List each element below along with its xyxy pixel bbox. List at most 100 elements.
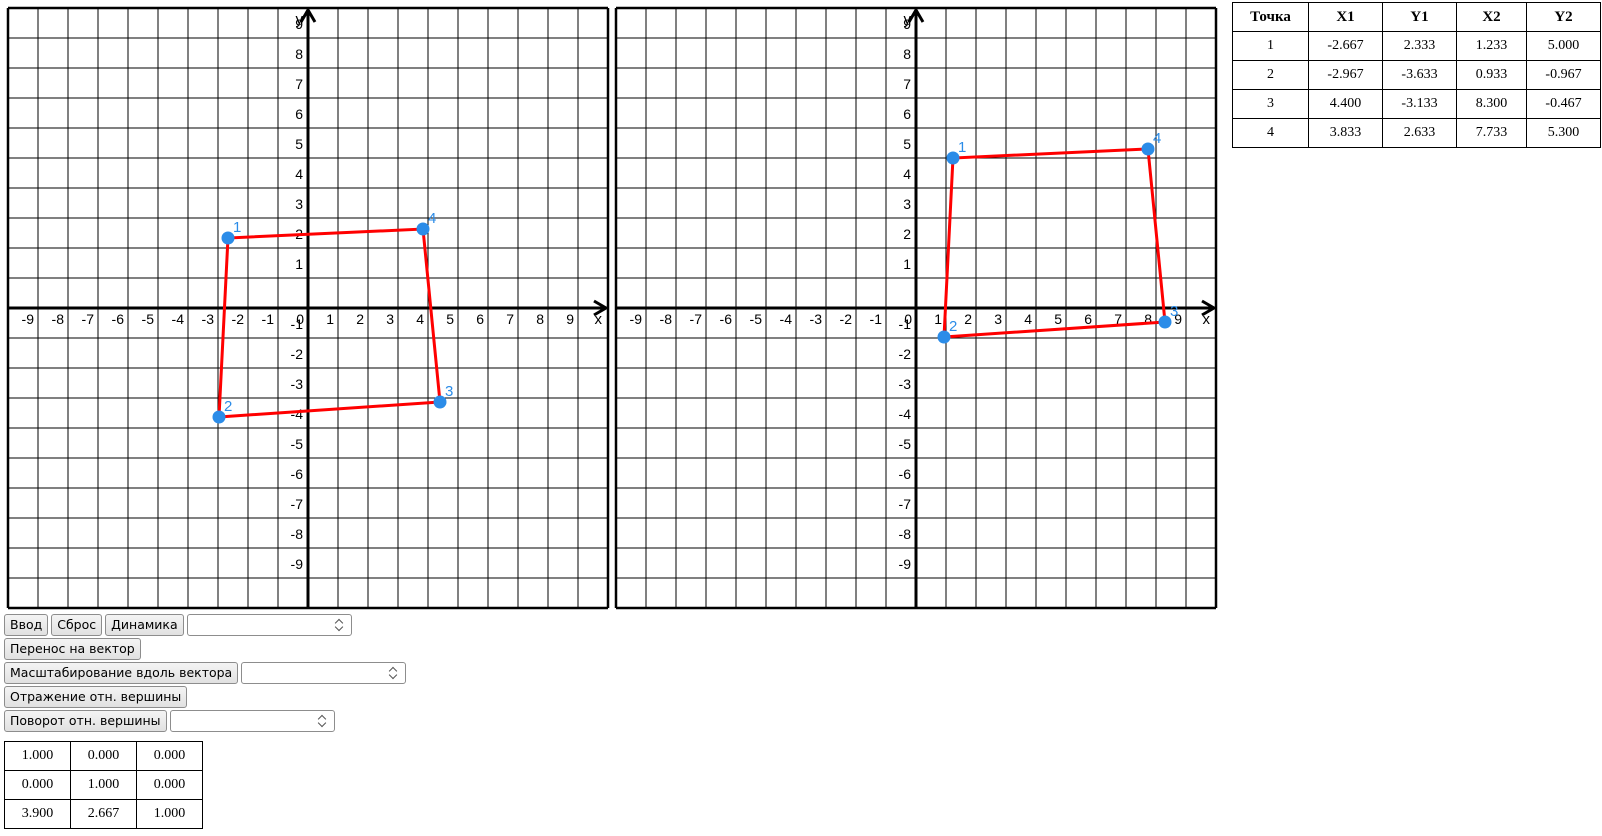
matrix-cell: 2.667 xyxy=(70,799,137,829)
x-tick-label: -9 xyxy=(630,311,643,327)
dynamics-number-input[interactable] xyxy=(186,614,352,636)
table-row: 3 4.400 -3.133 8.300 -0.467 xyxy=(1232,89,1601,119)
vertex-point[interactable] xyxy=(1141,142,1155,156)
vertex-point[interactable] xyxy=(221,231,235,245)
y-tick-label: 8 xyxy=(903,46,911,62)
input-button[interactable]: Ввод xyxy=(4,614,49,636)
y-axis-label: y xyxy=(296,11,304,28)
vertex-point[interactable] xyxy=(416,222,430,236)
table-cell: 1.233 xyxy=(1456,31,1527,61)
table-cell: 5.000 xyxy=(1526,31,1601,61)
controls-row-scale: Масштабирование вдоль вектора xyxy=(4,662,407,684)
y-tick-label: -3 xyxy=(291,376,304,392)
y-tick-label: -7 xyxy=(899,496,912,512)
x-tick-label: 9 xyxy=(566,311,574,327)
y-axis-label: y xyxy=(904,11,912,28)
x-tick-label: 4 xyxy=(1024,311,1032,327)
y-tick-label: 5 xyxy=(903,136,911,152)
rotate-input-field[interactable] xyxy=(173,712,313,730)
x-tick-label: -8 xyxy=(52,311,65,327)
x-tick-label: 8 xyxy=(536,311,544,327)
matrix-cell: 0.000 xyxy=(136,770,203,800)
table-cell: -2.967 xyxy=(1308,60,1383,90)
y-tick-label: -4 xyxy=(291,406,304,422)
dynamics-input-field[interactable] xyxy=(190,616,330,634)
vertex-label: 1 xyxy=(958,139,966,156)
y-tick-label: -9 xyxy=(899,556,912,572)
y-axis-arrow-icon xyxy=(299,7,317,23)
x-tick-label: -4 xyxy=(172,311,185,327)
rotate-number-input[interactable] xyxy=(169,710,335,732)
matrix-row: 1.000 0.000 0.000 xyxy=(4,741,203,771)
spinner-arrows-icon[interactable] xyxy=(317,714,328,728)
vertex-point[interactable] xyxy=(433,395,447,409)
y-tick-label: -7 xyxy=(291,496,304,512)
points-table-header: Точка X1 Y1 X2 Y2 xyxy=(1232,2,1601,32)
x-tick-label: -9 xyxy=(22,311,35,327)
x-tick-label: -7 xyxy=(690,311,703,327)
y-axis-arrow-icon xyxy=(907,7,925,23)
spinner-arrows-icon[interactable] xyxy=(388,666,399,680)
y-tick-label: -8 xyxy=(899,526,912,542)
x-tick-label: -8 xyxy=(660,311,673,327)
y-tick-label: 9 xyxy=(295,16,303,32)
x-axis-arrow-icon xyxy=(593,299,609,317)
table-cell: -0.967 xyxy=(1526,60,1601,90)
scale-input-field[interactable] xyxy=(245,664,385,682)
controls-row-translate: Перенос на вектор xyxy=(4,638,406,660)
table-cell: -3.133 xyxy=(1382,89,1457,119)
y-tick-label: -1 xyxy=(899,316,912,332)
table-row: 4 3.833 2.633 7.733 5.300 xyxy=(1232,118,1601,148)
table-cell: 3 xyxy=(1232,89,1309,119)
vertex-label: 2 xyxy=(224,398,232,415)
matrix-cell: 1.000 xyxy=(70,770,137,800)
x-tick-label: -1 xyxy=(870,311,883,327)
matrix-row: 3.900 2.667 1.000 xyxy=(4,799,203,829)
table-cell: 5.300 xyxy=(1526,118,1601,148)
vertex-label: 2 xyxy=(949,318,957,335)
x-tick-label: 0 xyxy=(296,311,304,327)
x-tick-label: 6 xyxy=(476,311,484,327)
y-tick-label: 6 xyxy=(903,106,911,122)
matrix-cell: 3.900 xyxy=(4,799,71,829)
y-tick-label: -9 xyxy=(291,556,304,572)
x-axis-label: x xyxy=(595,311,603,328)
vertex-point[interactable] xyxy=(946,151,960,165)
scale-number-input[interactable] xyxy=(241,662,407,684)
y-tick-label: -1 xyxy=(291,316,304,332)
y-tick-label: -2 xyxy=(291,346,304,362)
scale-button[interactable]: Масштабирование вдоль вектора xyxy=(4,662,239,684)
x-tick-label: -3 xyxy=(810,311,823,327)
table-cell: 4 xyxy=(1232,118,1309,148)
matrix-row: 0.000 1.000 0.000 xyxy=(4,770,203,800)
reset-button[interactable]: Сброс xyxy=(51,614,103,636)
vertex-point[interactable] xyxy=(212,410,226,424)
x-tick-label: 3 xyxy=(994,311,1002,327)
x-tick-label: 1 xyxy=(934,311,942,327)
reflect-button[interactable]: Отражение отн. вершины xyxy=(4,686,188,708)
x-tick-label: 5 xyxy=(446,311,454,327)
x-tick-label: 2 xyxy=(964,311,972,327)
x-axis-arrow-icon xyxy=(1201,299,1217,317)
matrix-cell: 1.000 xyxy=(4,741,71,771)
translate-button[interactable]: Перенос на вектор xyxy=(4,638,141,660)
y-tick-label: 6 xyxy=(295,106,303,122)
rotate-button[interactable]: Поворот отн. вершины xyxy=(4,710,167,732)
y-tick-label: 7 xyxy=(295,76,303,92)
header-y1: Y1 xyxy=(1382,2,1457,32)
dynamics-button[interactable]: Динамика xyxy=(105,614,184,636)
vertex-point[interactable] xyxy=(937,330,951,344)
y-tick-label: 1 xyxy=(903,256,911,272)
x-tick-label: 2 xyxy=(356,311,364,327)
table-cell: 3.833 xyxy=(1308,118,1383,148)
y-tick-label: -8 xyxy=(291,526,304,542)
x-tick-label: -6 xyxy=(720,311,733,327)
vertex-label: 3 xyxy=(1170,303,1178,320)
spinner-arrows-icon[interactable] xyxy=(334,618,345,632)
y-tick-label: 9 xyxy=(903,16,911,32)
vertex-point[interactable] xyxy=(1158,315,1172,329)
